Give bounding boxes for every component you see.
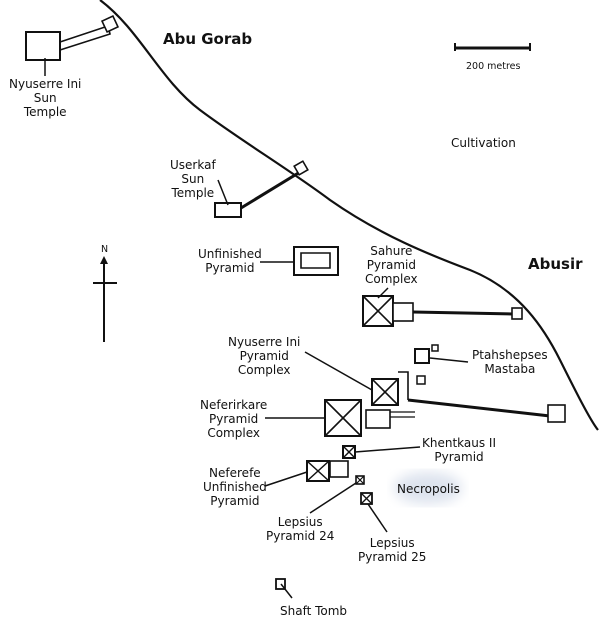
north-label: N (101, 244, 109, 255)
place-label-necropolis: Necropolis (397, 482, 460, 496)
nyuserre-pyramid-shape (304, 351, 566, 423)
sahure-pyramid-shape (362, 287, 523, 327)
shaft-tomb-shape (275, 578, 293, 599)
unfinished-pyramid-shape (260, 246, 339, 276)
necropolis-blur (394, 472, 462, 504)
label-nyuserre-sun-temple: Nyuserre Ini Sun Temple (9, 77, 82, 119)
label-neferefre-pyramid: Neferefe Unfinished Pyramid (203, 466, 267, 508)
label-nyuserre-pyramid: Nyuserre Ini Pyramid Complex (228, 335, 301, 377)
label-unfinished-pyramid: Unfinished Pyramid (198, 247, 262, 275)
label-ptahshepses-mastaba: Ptahshepses Mastaba (472, 348, 548, 376)
label-lepsius-25: Lepsius Pyramid 25 (358, 536, 427, 564)
label-lepsius-24: Lepsius Pyramid 24 (266, 515, 335, 543)
label-shaft-tomb: Shaft Tomb (280, 604, 348, 618)
label-userkaf-sun-temple: Userkaf Sun Temple (170, 158, 216, 200)
nyuserre-sun-temple-shape (25, 14, 120, 76)
place-label-abusir: Abusir (528, 255, 583, 273)
place-label-cultivation: Cultivation (451, 136, 516, 150)
khentkaus-pyramid-shape (342, 445, 421, 459)
ptahshepses-mastaba-shape (414, 344, 469, 385)
userkaf-sun-temple-shape (214, 160, 309, 218)
lepsius-24-shape (309, 475, 365, 514)
label-khentkaus-pyramid: Khentkaus II Pyramid (422, 436, 497, 464)
neferefre-pyramid-shape (264, 460, 349, 487)
north-arrow-icon (93, 256, 117, 342)
scale-bar (454, 43, 531, 51)
scale-label: 200 metres (466, 61, 521, 72)
cultivation-boundary (99, 0, 599, 431)
label-neferirkare-pyramid: Neferirkare Pyramid Complex (200, 398, 268, 440)
neferirkare-pyramid-shape (265, 399, 415, 437)
label-sahure-pyramid: Sahure Pyramid Complex (365, 244, 418, 286)
lepsius-25-shape (360, 492, 388, 533)
place-label-abu-gorab: Abu Gorab (163, 30, 253, 48)
